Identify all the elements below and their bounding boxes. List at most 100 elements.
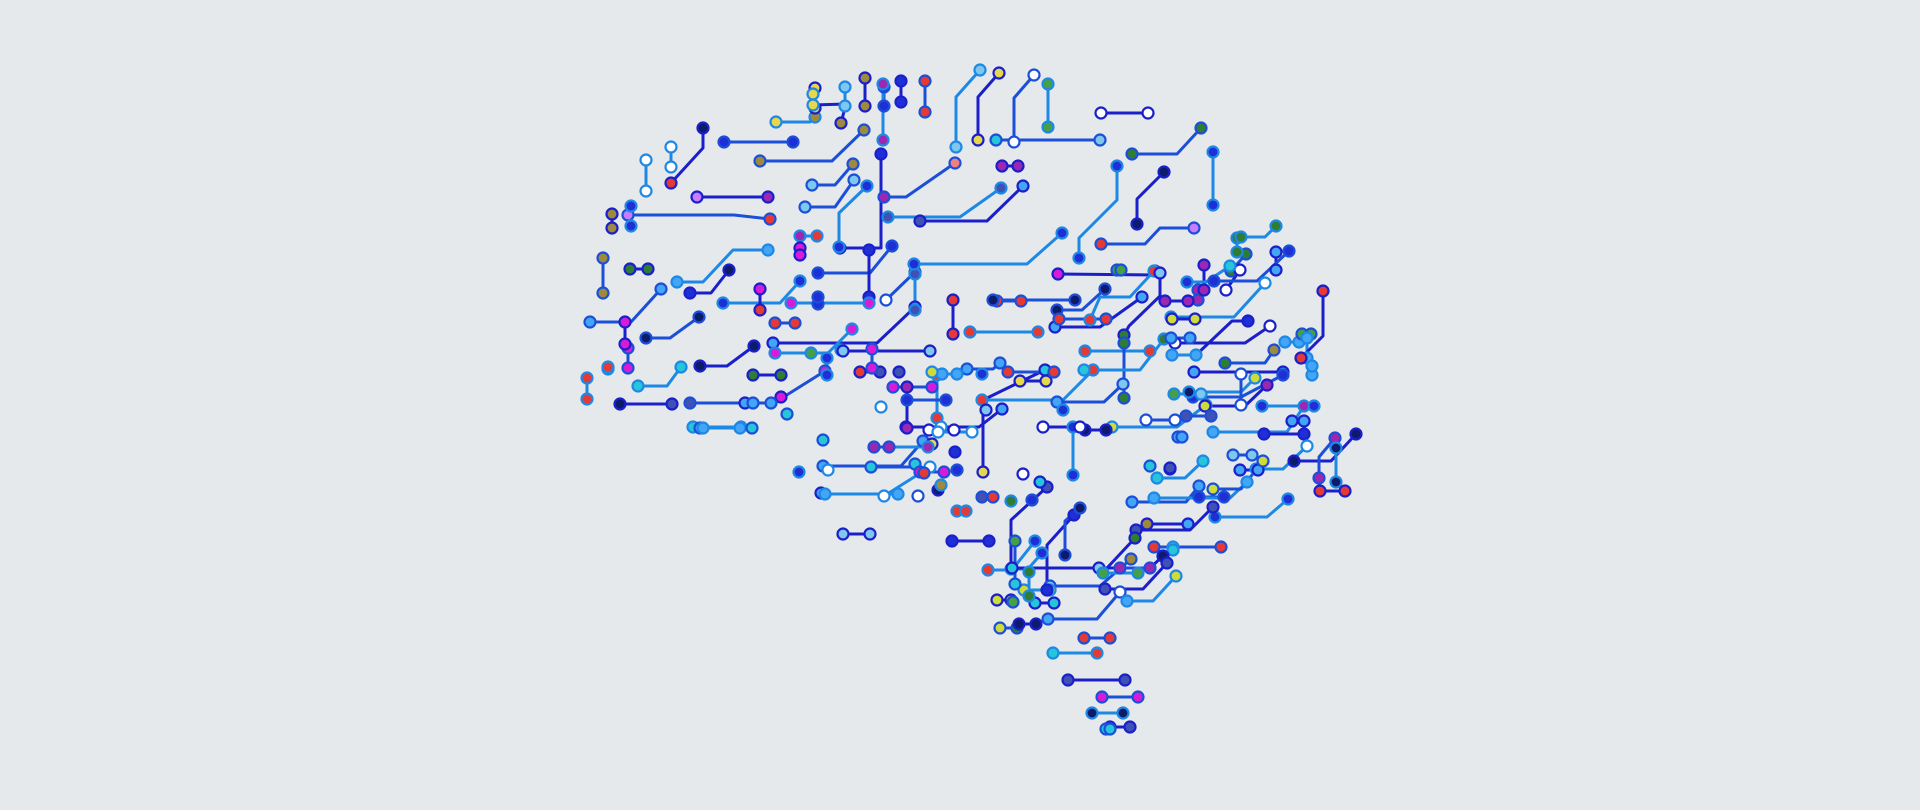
circuit-node [1192, 490, 1206, 504]
circuit-trace [1211, 404, 1306, 434]
circuit-node [1234, 367, 1248, 381]
circuit-node [1051, 267, 1065, 281]
circuit-node [683, 396, 697, 410]
circuit-trace [1055, 287, 1107, 312]
circuit-trace [675, 248, 770, 284]
circuit-trace [1046, 590, 1122, 621]
circuit-node [1016, 467, 1030, 481]
circuit-node [948, 156, 962, 170]
circuit-node [639, 331, 653, 345]
circuit-node [1022, 589, 1036, 603]
circuit-node [1077, 631, 1091, 645]
circuit-node [690, 190, 704, 204]
circuit-trace [912, 231, 1064, 266]
circuit-node [881, 210, 895, 224]
circuit-node [696, 121, 710, 135]
circuit-node [863, 527, 877, 541]
circuit-node [1183, 331, 1197, 345]
circuit-node [908, 303, 922, 317]
circuit-node [639, 184, 653, 198]
circuit-node [1047, 365, 1061, 379]
circuit-node [1052, 312, 1066, 326]
circuit-node [918, 105, 932, 119]
circuit-node [993, 621, 1007, 635]
circuit-node [1168, 413, 1182, 427]
circuit-node [1316, 284, 1330, 298]
circuit-node [1028, 534, 1042, 548]
circuit-node [1263, 319, 1277, 333]
circuit-node [917, 466, 931, 480]
circuit-node [792, 465, 806, 479]
circuit-node [1013, 374, 1027, 388]
circuit-node [605, 207, 619, 221]
circuit-node [885, 239, 899, 253]
circuit-node [1035, 546, 1049, 560]
circuit-node [949, 140, 963, 154]
circuit-node [1131, 690, 1145, 704]
circuit-node [1123, 720, 1137, 734]
circuit-trace [1099, 226, 1196, 246]
circuit-node [1004, 494, 1018, 508]
circuit-node [847, 173, 861, 187]
circuit-node [1085, 706, 1099, 720]
circuit-node [1206, 500, 1220, 514]
circuit-node [722, 263, 736, 277]
circuit-node [834, 116, 848, 130]
circuit-node [1128, 531, 1142, 545]
circuit-node [1058, 548, 1072, 562]
circuit-node [858, 71, 872, 85]
circuit-trace [1130, 126, 1203, 156]
circuit-node [753, 154, 767, 168]
circuit-node [900, 421, 914, 435]
circuit-node [641, 262, 655, 276]
circuit-node [838, 99, 852, 113]
circuit-node [1187, 221, 1201, 235]
circuit-node [733, 421, 747, 435]
circuit-node [820, 351, 834, 365]
circuit-node [1206, 482, 1220, 496]
circuit-node [1281, 492, 1295, 506]
circuit-trace [758, 128, 866, 163]
circuit-node [876, 77, 890, 91]
circuit-trace [1125, 574, 1178, 603]
circuit-node [1267, 343, 1281, 357]
circuit-nodes [580, 63, 1363, 736]
circuit-node [1116, 706, 1130, 720]
circuit-node [631, 379, 645, 393]
circuit-node [1206, 198, 1220, 212]
circuit-node [946, 293, 960, 307]
circuit-node [923, 344, 937, 358]
circuit-trace [771, 305, 917, 345]
circuit-node [798, 200, 812, 214]
circuit-node [963, 325, 977, 339]
circuit-node [1175, 430, 1189, 444]
circuit-trace [821, 439, 925, 468]
circuit-node [959, 504, 973, 518]
circuit-trace [1155, 459, 1205, 480]
circuit-node [1180, 275, 1194, 289]
circuit-trace [1110, 403, 1208, 429]
circuit-node [1125, 147, 1139, 161]
circuit-node [1181, 517, 1195, 531]
circuit-node [1130, 217, 1144, 231]
circuit-node [1041, 612, 1055, 626]
circuit-node [1118, 673, 1132, 687]
circuit-node [1040, 583, 1054, 597]
circuit-node [1192, 479, 1206, 493]
circuit-node [1066, 468, 1080, 482]
circuit-node [746, 368, 760, 382]
circuit-node [1282, 244, 1296, 258]
circuit-node [1110, 159, 1124, 173]
circuit-node [900, 393, 914, 407]
circuit-trace [1053, 295, 1144, 329]
circuit-node [853, 365, 867, 379]
circuit-node [1008, 577, 1022, 591]
circuit-node [891, 487, 905, 501]
circuit-node [1206, 425, 1220, 439]
circuit-node [877, 190, 891, 204]
circuit-trace [1088, 269, 1156, 322]
circuit-node [1313, 484, 1327, 498]
circuit-node [1147, 540, 1161, 554]
circuit-node [1099, 312, 1113, 326]
circuit-node [860, 179, 874, 193]
